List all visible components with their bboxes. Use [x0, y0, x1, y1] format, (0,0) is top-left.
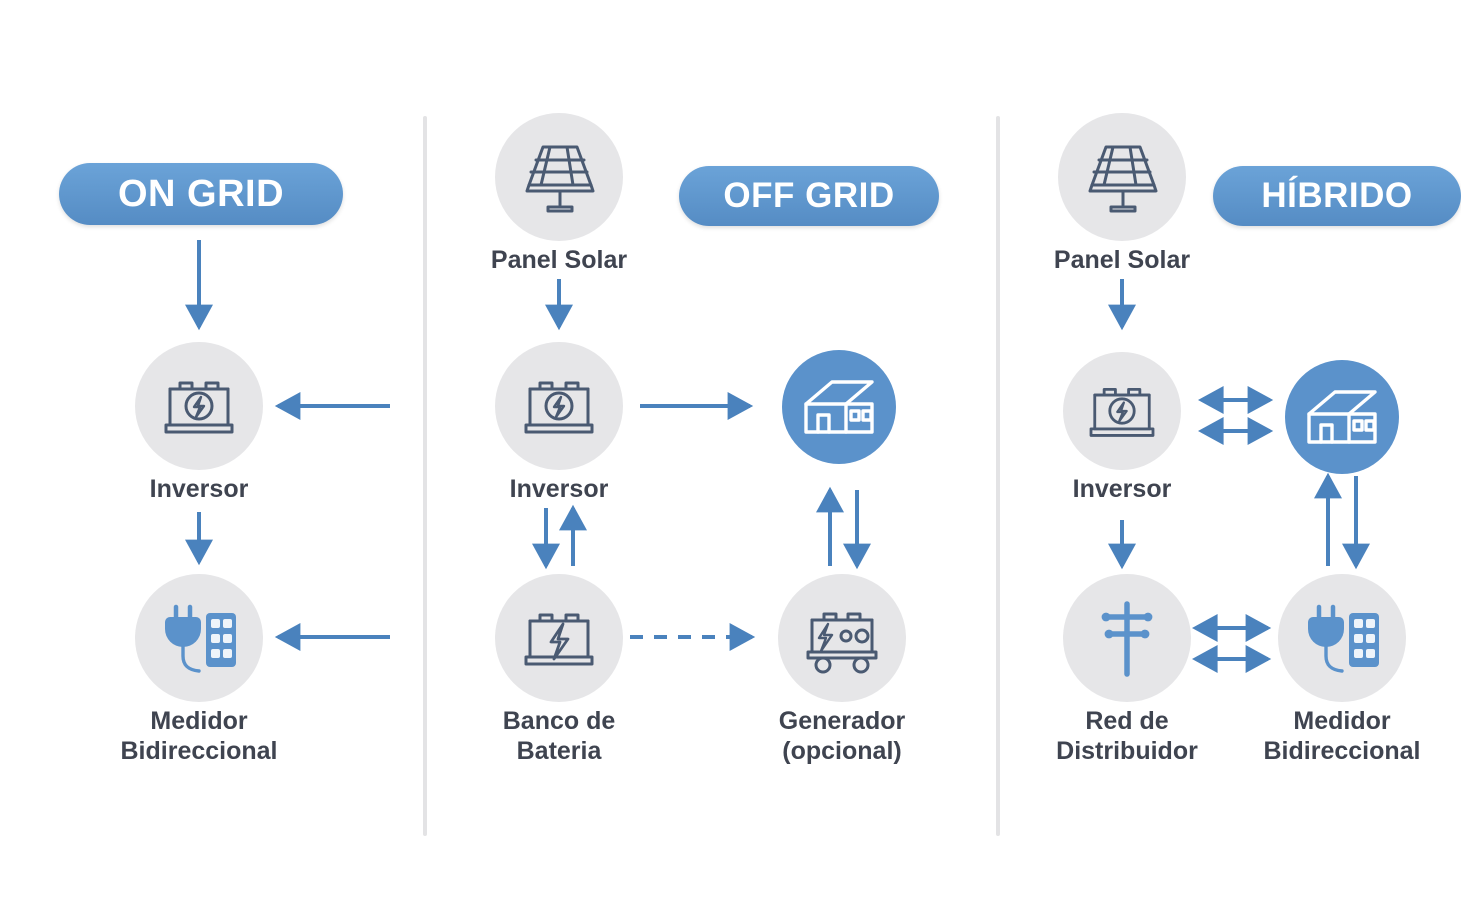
node-circle — [495, 574, 623, 702]
node-circle — [495, 113, 623, 241]
node-circle — [778, 574, 906, 702]
node-label: Inversor — [149, 475, 249, 503]
inverter-icon — [1089, 387, 1155, 437]
node-circle — [1058, 113, 1186, 241]
divider-right — [996, 116, 1000, 836]
node-label: Generador (opcional) — [778, 707, 906, 765]
node-circle — [1285, 360, 1399, 474]
battery-icon — [524, 613, 594, 666]
node-label: Inversor — [1072, 475, 1172, 503]
badge-hibrido[interactable]: HÍBRIDO — [1213, 166, 1461, 226]
solar-panel-icon — [1088, 145, 1158, 213]
node-circle — [1063, 574, 1191, 702]
utility-pole-icon — [1101, 601, 1153, 677]
badge-hibrido-label: HÍBRIDO — [1261, 176, 1413, 215]
badge-off-grid-label: OFF GRID — [723, 176, 895, 215]
node-label: Panel Solar — [490, 246, 628, 274]
node-label: Panel Solar — [1053, 246, 1191, 274]
node-circle — [495, 342, 623, 470]
node-circle — [782, 350, 896, 464]
node-circle — [135, 342, 263, 470]
badge-off-grid[interactable]: OFF GRID — [679, 166, 939, 226]
node-circle — [135, 574, 263, 702]
node-label: Banco de Bateria — [502, 707, 616, 765]
inverter-icon — [524, 381, 594, 434]
meter-icon — [1308, 604, 1379, 673]
node-label: Red de Distribuidor — [1056, 707, 1198, 765]
node-label: Medidor Bidireccional — [1263, 707, 1421, 765]
generator-icon — [806, 612, 878, 674]
node-circle — [1278, 574, 1406, 702]
node-label: Inversor — [509, 475, 609, 503]
badge-on-grid[interactable]: ON GRID — [59, 163, 343, 225]
meter-icon — [165, 604, 236, 673]
house-icon — [804, 380, 874, 434]
node-circle — [1063, 352, 1181, 470]
house-icon — [1307, 390, 1377, 444]
node-label: Medidor Bidireccional — [120, 707, 278, 765]
divider-left — [423, 116, 427, 836]
badge-on-grid-label: ON GRID — [117, 172, 285, 215]
inverter-icon — [164, 381, 234, 434]
solar-panel-icon — [525, 145, 595, 213]
